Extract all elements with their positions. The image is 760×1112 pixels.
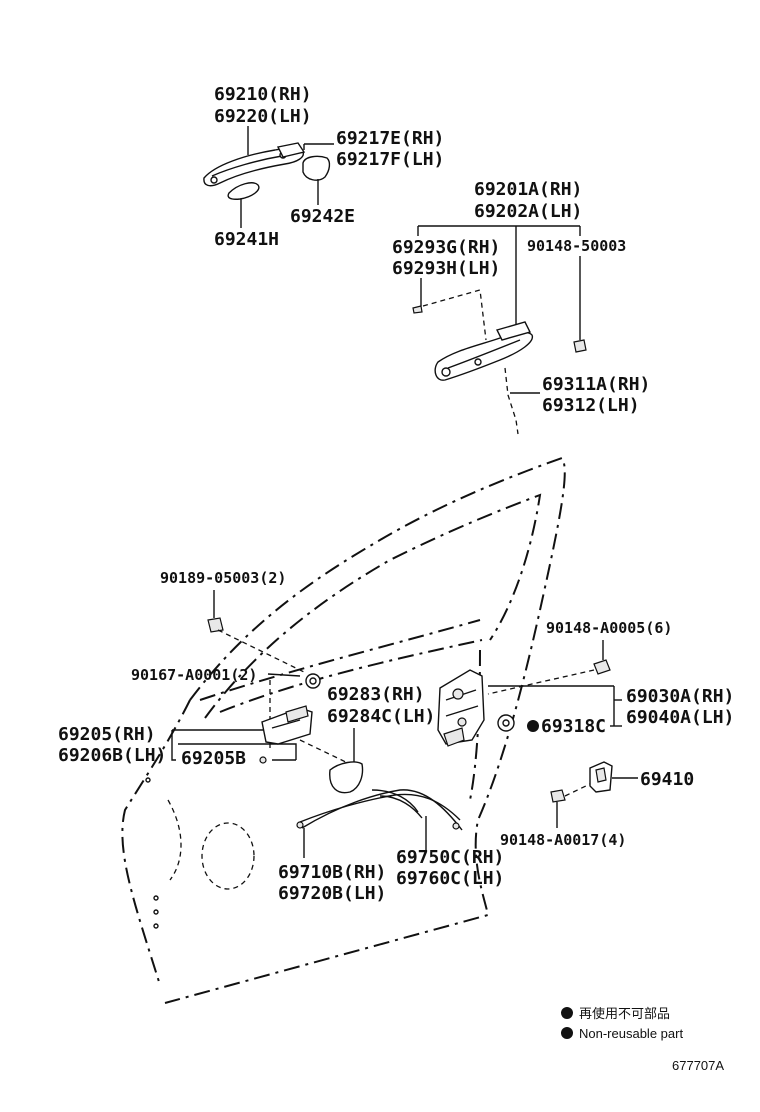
label-69410: 69410	[640, 769, 694, 790]
label-69217e: 69217E(RH)	[336, 128, 444, 149]
label-69220: 69220(LH)	[214, 106, 312, 127]
label-69217f: 69217F(LH)	[336, 149, 444, 170]
non-reusable-mark-69318c	[527, 720, 539, 732]
handle-frame-assembly	[412, 305, 587, 435]
label-69312: 69312(LH)	[542, 395, 640, 416]
outside-handle-leaders	[240, 126, 334, 228]
screw-90148-a0005	[487, 640, 611, 695]
label-90148-a0017: 90148-A0017(4)	[500, 831, 626, 849]
handle-frame-leaders	[417, 225, 581, 394]
label-69210: 69210(RH)	[214, 84, 312, 105]
door-outline	[121, 456, 566, 1004]
label-69720b: 69720B(LH)	[278, 883, 386, 904]
inside-handle-leaders	[171, 729, 297, 761]
label-69030a: 69030A(RH)	[626, 686, 734, 707]
legend-marker-icon	[561, 1007, 573, 1019]
label-69205b: 69205B	[181, 748, 246, 769]
legend-line-en: Non-reusable part	[579, 1026, 683, 1041]
label-69040a: 69040A(LH)	[626, 707, 734, 728]
legend-marker-icon-2	[561, 1027, 573, 1039]
label-69318c: 69318C	[541, 716, 606, 737]
label-69283: 69283(RH)	[327, 684, 425, 705]
door-lock-assembly	[437, 669, 485, 747]
legend: 再使用不可部品 Non-reusable part	[561, 1006, 683, 1041]
label-90148-a0005: 90148-A0005(6)	[546, 619, 672, 637]
bolt-90189	[207, 590, 305, 673]
label-90189-05003: 90189-05003(2)	[160, 569, 286, 587]
label-90148-50003: 90148-50003	[527, 237, 626, 255]
label-69293h: 69293H(LH)	[392, 258, 500, 279]
inside-handle-assembly	[259, 705, 353, 766]
cover-69283	[329, 728, 364, 794]
label-69311a: 69311A(RH)	[542, 374, 650, 395]
label-69710b: 69710B(RH)	[278, 862, 386, 883]
label-90167-a0001: 90167-A0001(2)	[131, 666, 257, 684]
label-69202a: 69202A(LH)	[474, 201, 582, 222]
striker-assembly	[550, 761, 638, 828]
label-69205-rh: 69205(RH)	[58, 724, 156, 745]
label-69206b-lh: 69206B(LH)	[58, 745, 166, 766]
label-69242e: 69242E	[290, 206, 355, 227]
label-69760c: 69760C(LH)	[396, 868, 504, 889]
label-69284c: 69284C(LH)	[327, 706, 435, 727]
cable-assembly	[296, 789, 463, 858]
label-69241h: 69241H	[214, 229, 279, 250]
lock-leaders	[488, 685, 622, 732]
figure-code: 677707A	[672, 1058, 724, 1073]
label-69293g: 69293G(RH)	[392, 237, 500, 258]
legend-line-ja: 再使用不可部品	[579, 1006, 670, 1021]
outside-handle-assembly	[203, 142, 331, 200]
label-69201a: 69201A(RH)	[474, 179, 582, 200]
label-69750c: 69750C(RH)	[396, 847, 504, 868]
